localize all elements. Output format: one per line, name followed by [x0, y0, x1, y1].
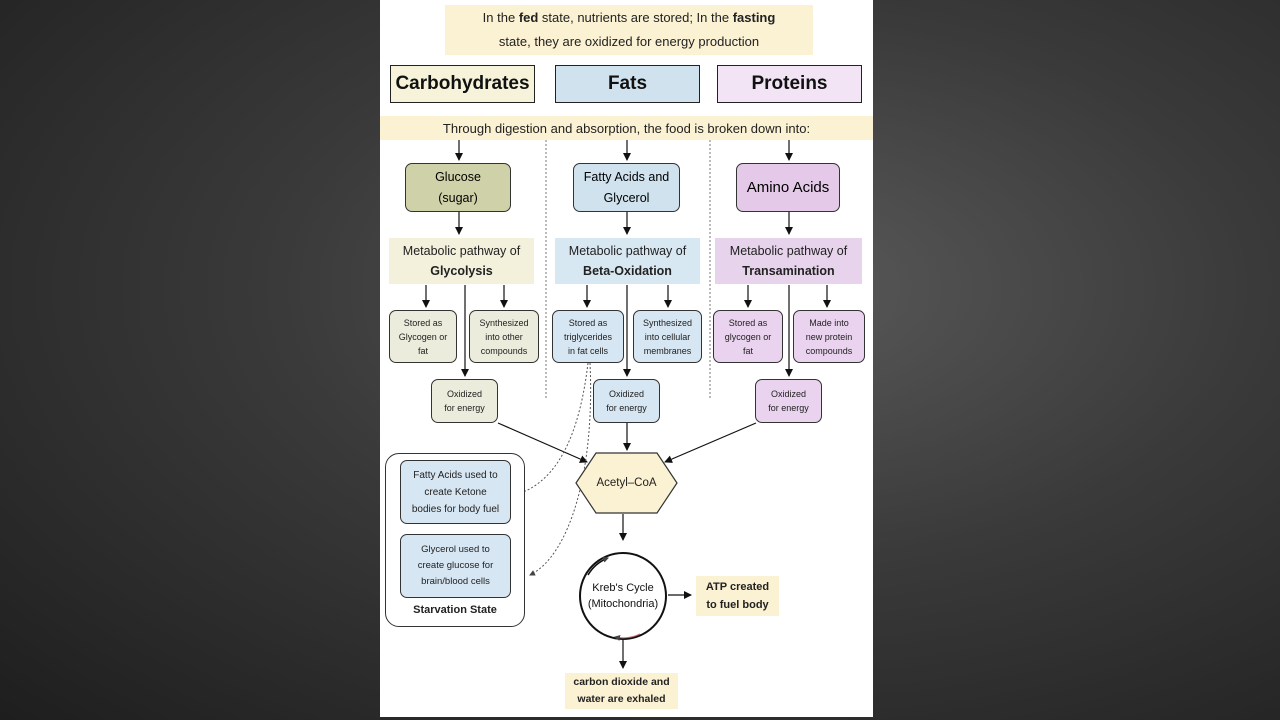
glycerol-l2: create glucose for — [417, 560, 494, 571]
carb-oxidized-l2: for energy — [444, 403, 485, 413]
carb-stored-l1: Stored as — [403, 317, 443, 328]
carb-stored-box: Stored as Glycogen or fat — [389, 310, 457, 363]
protein-oxidized-l2: for energy — [768, 403, 809, 413]
protein-oxidized-l1: Oxidized — [770, 389, 806, 399]
fat-stored-l3: in fat cells — [567, 345, 609, 356]
krebs-line-1: Kreb's Cycle — [592, 582, 654, 594]
glycolysis-prefix: Metabolic pathway of — [402, 244, 521, 258]
proteins-label: Proteins — [751, 73, 828, 94]
protein-made-l3: compounds — [805, 345, 853, 356]
protein-made-l2: new protein — [805, 331, 853, 342]
krebs-line-2: (Mitochondria) — [587, 598, 659, 610]
fats-header: Fats — [555, 65, 700, 103]
exhaled-line-1: carbon dioxide and — [573, 676, 670, 688]
carb-stored-l2: Glycogen or — [398, 331, 448, 342]
glycerol-l1: Glycerol used to — [421, 544, 490, 555]
glycerol-l3: brain/blood cells — [421, 576, 490, 587]
fat-synth-l3: membranes — [643, 345, 692, 356]
protein-oxidized-box: Oxidized for energy — [755, 379, 822, 423]
title-text-pre: In the — [482, 10, 519, 25]
starvation-label-text: Starvation State — [413, 604, 497, 616]
carb-synth-box: Synthesized into other compounds — [469, 310, 539, 363]
slide: In the fed state, nutrients are stored; … — [380, 0, 873, 717]
exhaled-box: carbon dioxide and water are exhaled — [565, 673, 678, 709]
glucose-line-1: Glucose — [435, 169, 481, 184]
fatty-acids-line-2: Glycerol — [603, 190, 650, 205]
transamination-prefix: Metabolic pathway of — [729, 244, 848, 258]
atp-box: ATP created to fuel body — [696, 576, 779, 616]
beta-prefix: Metabolic pathway of — [568, 244, 687, 258]
protein-stored-l2: glycogen or — [724, 331, 772, 342]
title-fasting: fasting — [732, 10, 776, 25]
protein-stored-l3: fat — [742, 345, 753, 356]
carb-synth-l1: Synthesized — [479, 317, 529, 328]
fat-oxidized-l2: for energy — [606, 403, 647, 413]
protein-stored-l1: Stored as — [728, 317, 768, 328]
proteins-header: Proteins — [717, 65, 862, 103]
glycolysis-label: Glycolysis — [430, 264, 493, 278]
protein-stored-box: Stored as glycogen or fat — [713, 310, 783, 363]
fats-label: Fats — [607, 73, 648, 94]
ketone-box: Fatty Acids used to create Ketone bodies… — [400, 460, 511, 524]
carb-oxidized-box: Oxidized for energy — [431, 379, 498, 423]
fat-oxidized-l1: Oxidized — [608, 389, 644, 399]
ketone-l2: create Ketone — [424, 486, 487, 498]
carbohydrates-header: Carbohydrates — [390, 65, 535, 103]
digestion-banner: Through digestion and absorption, the fo… — [380, 116, 873, 140]
krebs-cycle-node: Kreb's Cycle (Mitochondria) — [580, 578, 666, 614]
connector-lines — [422, 140, 831, 669]
glucose-line-2: (sugar) — [438, 190, 478, 205]
digestion-text: Through digestion and absorption, the fo… — [442, 120, 811, 136]
exhaled-line-2: water are exhaled — [577, 693, 666, 705]
ketone-l1: Fatty Acids used to — [413, 469, 498, 481]
fatty-acids-line-1: Fatty Acids and — [583, 169, 670, 184]
protein-made-box: Made into new protein compounds — [793, 310, 865, 363]
acetyl-coa-node: Acetyl–CoA — [576, 453, 677, 513]
fat-synth-box: Synthesized into cellular membranes — [633, 310, 702, 363]
fat-synth-l2: into cellular — [644, 331, 691, 342]
acetyl-coa-label: Acetyl–CoA — [596, 477, 657, 489]
fat-oxidized-box: Oxidized for energy — [593, 379, 660, 423]
title-text-mid: state, nutrients are stored; In the — [538, 10, 733, 25]
glycerol-box: Glycerol used to create glucose for brai… — [400, 534, 511, 598]
carb-synth-l3: compounds — [480, 345, 528, 356]
title-banner: In the fed state, nutrients are stored; … — [445, 5, 813, 55]
beta-oxidation-pathway: Metabolic pathway of Beta-Oxidation — [555, 238, 700, 284]
carb-oxidized-l1: Oxidized — [446, 389, 482, 399]
fat-stored-l1: Stored as — [568, 317, 608, 328]
carbohydrates-label: Carbohydrates — [395, 73, 530, 94]
fat-stored-l2: triglycerides — [563, 331, 612, 342]
carb-stored-l3: fat — [417, 345, 428, 356]
title-line-2: state, they are oxidized for energy prod… — [498, 34, 760, 49]
glycolysis-pathway: Metabolic pathway of Glycolysis — [389, 238, 534, 284]
ketone-l3: bodies for body fuel — [411, 503, 500, 515]
transamination-pathway: Metabolic pathway of Transamination — [715, 238, 862, 284]
atp-line-1: ATP created — [705, 581, 770, 593]
fatty-acids-box: Fatty Acids and Glycerol — [573, 163, 680, 212]
fat-stored-box: Stored as triglycerides in fat cells — [552, 310, 624, 363]
title-fed: fed — [518, 10, 539, 25]
amino-acids-label: Amino Acids — [746, 179, 830, 196]
starvation-state-label: Starvation State — [385, 600, 525, 620]
protein-made-l1: Made into — [809, 317, 849, 328]
atp-line-2: to fuel body — [706, 599, 769, 611]
fat-synth-l1: Synthesized — [642, 317, 693, 328]
carb-synth-l2: into other — [485, 331, 523, 342]
beta-oxidation-label: Beta-Oxidation — [583, 264, 672, 278]
amino-acids-box: Amino Acids — [736, 163, 840, 212]
glucose-box: Glucose (sugar) — [405, 163, 511, 212]
transamination-label: Transamination — [742, 264, 835, 278]
